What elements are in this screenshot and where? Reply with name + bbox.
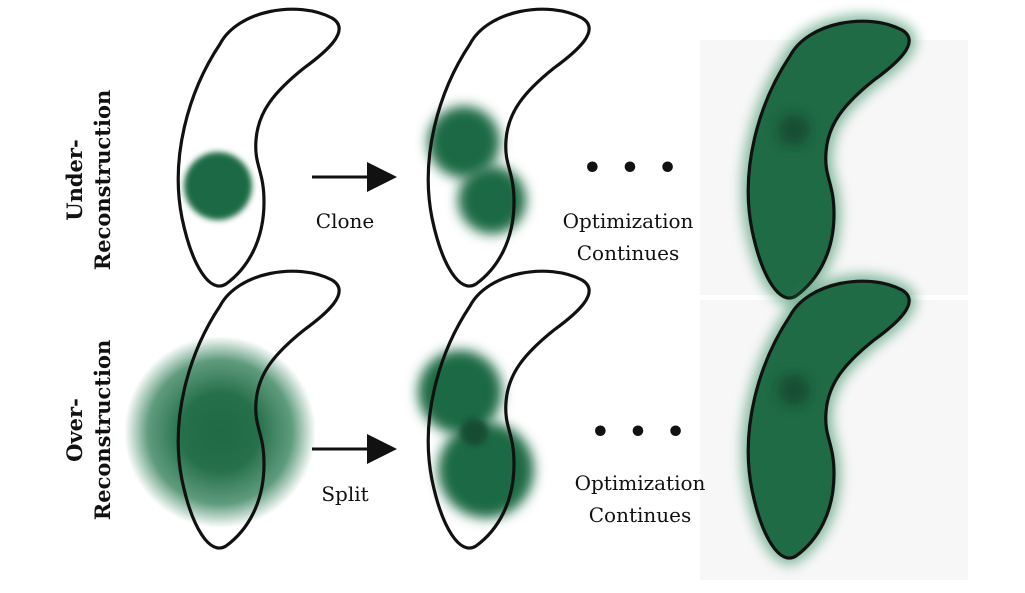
row-label-over: Over- Reconstruction: [62, 340, 115, 520]
row-label-under-line2: Reconstruction: [90, 90, 115, 270]
under-final-overlap-shade: [778, 114, 810, 146]
over-large-gaussian: [124, 336, 316, 528]
under-cloned-panel: [428, 9, 589, 286]
over-initial-panel: [124, 271, 339, 548]
clone-caption: Clone: [316, 209, 374, 233]
under-progress-line1: Optimization: [563, 209, 694, 233]
over-final-overlap-shade: [778, 374, 810, 406]
under-initial-panel: [178, 9, 339, 286]
over-progress-line1: Optimization: [575, 471, 706, 495]
row-label-over-line1: Over-: [62, 398, 87, 462]
row-label-over-line2: Reconstruction: [90, 340, 115, 520]
over-progress-line2: Continues: [589, 503, 692, 527]
over-split-panel: [418, 271, 589, 548]
under-initial-gaussian: [184, 152, 252, 220]
under-initial-shape-outline: [178, 9, 339, 286]
row-label-under-line1: Under-: [62, 139, 87, 220]
over-split-overlap: [460, 418, 488, 446]
row-label-under: Under- Reconstruction: [62, 90, 115, 270]
under-cloned-gaussian: [458, 166, 526, 234]
under-progress-line2: Continues: [577, 241, 680, 265]
split-caption: Split: [321, 482, 368, 506]
under-ellipsis: • • •: [583, 151, 681, 186]
over-ellipsis: • • •: [591, 415, 689, 450]
